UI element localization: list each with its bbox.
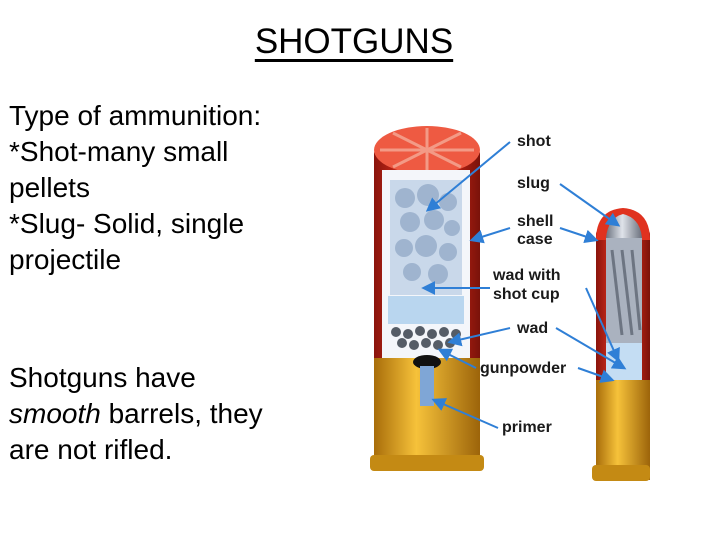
label-gunpowder: gunpowder	[480, 360, 566, 377]
ammunition-text-block: Type of ammunition: *Shot-many small pel…	[9, 98, 261, 278]
slide-title: SHOTGUNS	[254, 22, 454, 61]
label-wad: wad	[516, 320, 548, 337]
text-line: projectile	[9, 244, 122, 275]
label-shot: shot	[517, 133, 551, 150]
leader-lines	[421, 141, 627, 429]
text-line: are not rifled.	[9, 434, 173, 465]
text-line: pellets	[9, 172, 90, 203]
label-primer: primer	[502, 419, 552, 436]
emphasis-text: smooth	[9, 398, 101, 429]
label-shell-case-line2: case	[517, 231, 553, 248]
text-fragment: barrels, they	[100, 398, 263, 429]
barrels-text-block: Shotguns have smooth barrels, they are n…	[9, 360, 263, 468]
text-line: *Shot-many small	[9, 136, 229, 167]
shotgun-shell-diagram: shot slug shell case wad with shot cup w…	[370, 126, 650, 481]
label-slug: slug	[517, 175, 550, 192]
label-wad-with-shot-cup-line2: shot cup	[493, 286, 560, 303]
text-line: smooth barrels, they	[9, 396, 263, 432]
label-shell-case-line1: shell	[517, 213, 553, 230]
text-line: *Slug- Solid, single	[9, 208, 245, 239]
slug-shell	[592, 208, 650, 481]
label-wad-with-shot-cup-line1: wad with	[492, 267, 561, 284]
text-line: Type of ammunition:	[9, 100, 262, 131]
text-line: Shotguns have	[9, 362, 196, 393]
